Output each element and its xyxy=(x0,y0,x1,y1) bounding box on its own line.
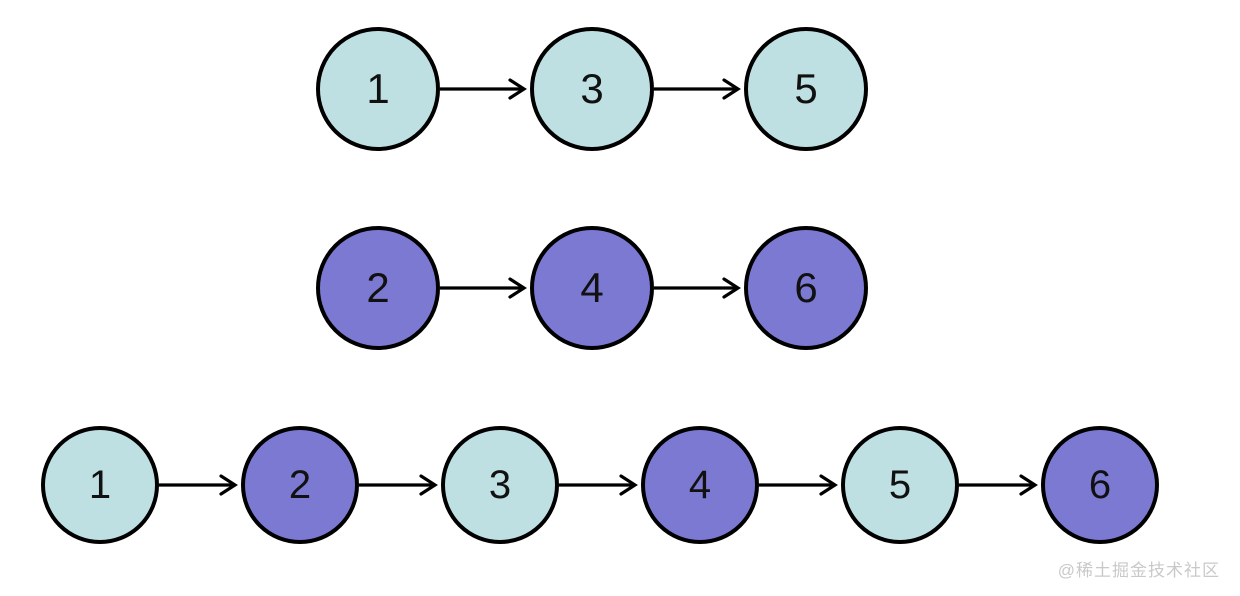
list-node: 4 xyxy=(641,426,759,544)
linked-list-row-top: 1 3 5 xyxy=(316,27,868,151)
list-node: 6 xyxy=(744,226,868,350)
list-node: 4 xyxy=(530,226,654,350)
arrow-right-icon xyxy=(559,474,638,496)
node-value: 6 xyxy=(1088,462,1112,507)
list-node: 5 xyxy=(744,27,868,151)
list-node: 2 xyxy=(241,426,359,544)
arrow-right-icon xyxy=(440,78,527,100)
list-node: 3 xyxy=(530,27,654,151)
list-node: 1 xyxy=(41,426,159,544)
node-value: 1 xyxy=(366,65,390,112)
arrow-right-icon xyxy=(759,474,838,496)
arrow-right-icon xyxy=(959,474,1038,496)
list-node: 6 xyxy=(1041,426,1159,544)
node-value: 2 xyxy=(366,264,390,311)
node-value: 5 xyxy=(794,65,818,112)
list-node: 2 xyxy=(316,226,440,350)
node-value: 3 xyxy=(488,462,512,507)
node-value: 4 xyxy=(580,264,604,311)
watermark: @稀土掘金技术社区 xyxy=(1057,561,1220,580)
node-value: 6 xyxy=(794,264,818,311)
linked-list-row-middle: 2 4 6 xyxy=(316,226,868,350)
arrow-right-icon xyxy=(359,474,438,496)
linked-list-row-merged: 1 2 3 4 5 xyxy=(41,426,1159,544)
node-value: 2 xyxy=(288,462,312,507)
list-node: 1 xyxy=(316,27,440,151)
node-value: 5 xyxy=(888,462,912,507)
node-value: 3 xyxy=(580,65,604,112)
list-node: 5 xyxy=(841,426,959,544)
arrow-right-icon xyxy=(440,277,527,299)
list-node: 3 xyxy=(441,426,559,544)
arrow-right-icon xyxy=(159,474,238,496)
node-value: 4 xyxy=(688,462,712,507)
node-value: 1 xyxy=(88,462,112,507)
arrow-right-icon xyxy=(654,78,741,100)
arrow-right-icon xyxy=(654,277,741,299)
